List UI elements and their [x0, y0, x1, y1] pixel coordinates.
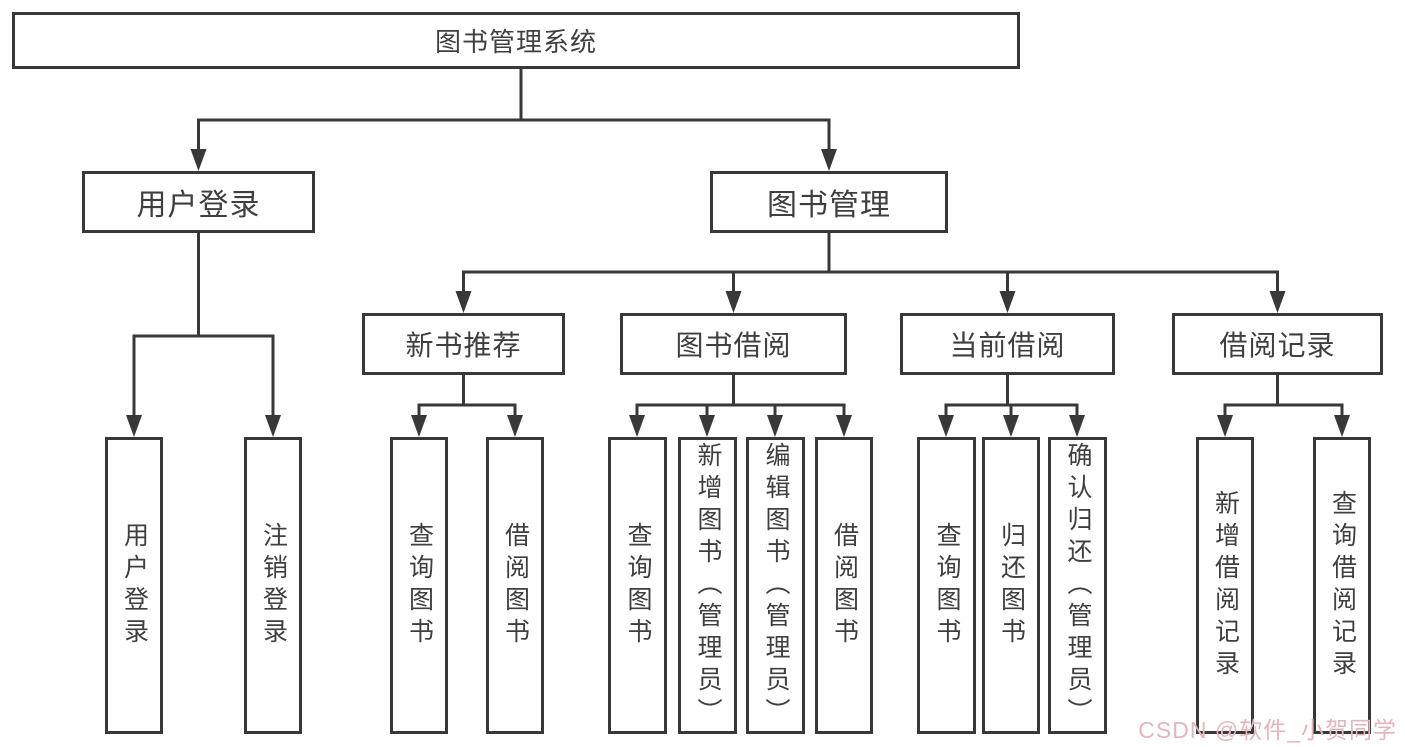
leaf-borrow-edit-books-admin: 编辑图书（管理员）	[746, 437, 805, 734]
leaf-borrow-borrow-books-label: 借阅图书	[830, 521, 859, 650]
node-user-login-label: 用户登录	[136, 189, 261, 222]
leaf-newbook-query-books-label: 查询图书	[405, 521, 434, 650]
leaf-current-query-books: 查询图书	[917, 437, 976, 734]
connector-current-branch	[938, 375, 1085, 437]
node-book-management: 图书管理	[710, 171, 948, 233]
csdn-watermark: CSDN @软件_小贺同学	[1138, 717, 1397, 743]
leaf-current-confirm-return-admin-label: 确认归还（管理员）	[1064, 441, 1092, 730]
node-root-system: 图书管理系统	[12, 12, 1020, 69]
node-borrow-records-label: 借阅记录	[1219, 330, 1336, 361]
connector-book-management-branch	[455, 233, 1286, 313]
node-new-book-recommend: 新书推荐	[362, 313, 565, 375]
leaf-logout-label: 注销登录	[259, 521, 288, 650]
leaf-newbook-query-books: 查询图书	[390, 437, 448, 734]
connector-user-login-branch	[126, 233, 281, 437]
leaf-user-login: 用户登录	[105, 437, 163, 734]
leaf-user-login-label: 用户登录	[120, 521, 149, 650]
leaf-logout: 注销登录	[244, 437, 302, 734]
leaf-current-return-books: 归还图书	[982, 437, 1040, 734]
leaf-current-confirm-return-admin: 确认归还（管理员）	[1048, 437, 1107, 734]
node-book-borrow-label: 图书借阅	[675, 330, 792, 361]
leaf-current-return-books-label: 归还图书	[997, 521, 1026, 650]
leaf-borrow-edit-books-admin-label: 编辑图书（管理员）	[762, 441, 790, 730]
leaf-records-query-record-label: 查询借阅记录	[1328, 489, 1357, 682]
leaf-newbook-borrow-books: 借阅图书	[486, 437, 544, 734]
connector-borrow-branch	[629, 375, 852, 437]
leaf-records-query-record: 查询借阅记录	[1313, 437, 1371, 734]
node-current-borrow-label: 当前借阅	[949, 330, 1066, 361]
leaf-borrow-query-books-label: 查询图书	[624, 521, 652, 650]
leaf-borrow-add-books-admin-label: 新增图书（管理员）	[694, 441, 722, 730]
leaf-records-add-record: 新增借阅记录	[1196, 437, 1254, 734]
node-book-borrow: 图书借阅	[620, 313, 847, 375]
node-borrow-records: 借阅记录	[1172, 313, 1383, 375]
leaf-newbook-borrow-books-label: 借阅图书	[501, 521, 530, 650]
node-user-login: 用户登录	[82, 171, 315, 233]
leaf-records-add-record-label: 新增借阅记录	[1211, 489, 1240, 682]
leaf-current-query-books-label: 查询图书	[933, 521, 961, 650]
node-book-management-label: 图书管理	[767, 189, 891, 222]
node-new-book-recommend-label: 新书推荐	[405, 330, 522, 361]
connector-root-branch	[190, 69, 837, 171]
connector-records-branch	[1217, 375, 1350, 437]
leaf-borrow-query-books: 查询图书	[608, 437, 667, 734]
leaf-borrow-add-books-admin: 新增图书（管理员）	[678, 437, 737, 734]
leaf-borrow-borrow-books: 借阅图书	[815, 437, 873, 734]
node-current-borrow: 当前借阅	[900, 313, 1115, 375]
connector-new-book-branch	[411, 375, 523, 437]
node-root-system-label: 图书管理系统	[434, 27, 597, 57]
